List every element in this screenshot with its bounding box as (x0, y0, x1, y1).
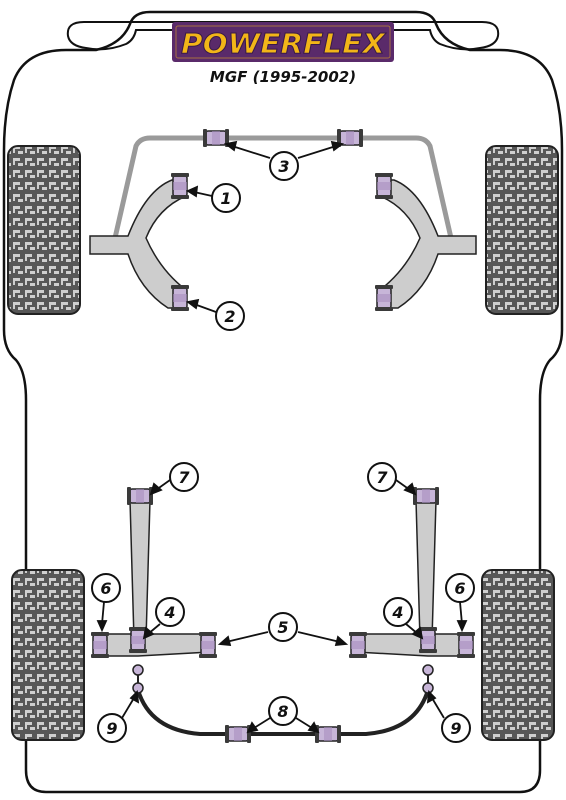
callout-1-label: 1 (220, 189, 231, 208)
bush-6-left (90, 631, 110, 659)
callout-5: 5 (268, 612, 298, 642)
rear-tie-bar-left (129, 499, 151, 641)
callout-4-right-label: 4 (391, 603, 403, 622)
callout-6-right: 6 (445, 573, 475, 603)
callout-7-right: 7 (367, 462, 397, 492)
callout-3-label: 3 (278, 157, 289, 176)
callout-4-left-label: 4 (163, 603, 175, 622)
callout-6-left-label: 6 (100, 579, 111, 598)
bush-1-right (374, 172, 394, 200)
bush-1-left (170, 172, 190, 200)
callout-6-right-label: 6 (454, 579, 465, 598)
front-wishbone-left (89, 179, 187, 309)
callout-1: 1 (211, 183, 241, 213)
car-body-outline (2, 10, 564, 794)
bush-6-right (456, 631, 476, 659)
tyre-rear-right (481, 569, 555, 741)
bush-8-right (314, 724, 342, 744)
rear-lower-arm-left (99, 633, 211, 657)
tyre-rear-left (11, 569, 85, 741)
bush-7-right (412, 486, 440, 506)
callout-7-left-label: 7 (178, 468, 190, 487)
rear-tie-bar-right (415, 499, 437, 641)
callout-9-right: 9 (441, 713, 471, 743)
bush-7-left (126, 486, 154, 506)
front-anti-roll-bar (112, 135, 454, 239)
bush-2-right (374, 284, 394, 312)
rear-drop-link-right (422, 664, 434, 694)
leader-lines (96, 140, 468, 734)
bush-8-left (224, 724, 252, 744)
callout-9-left: 9 (97, 713, 127, 743)
bonnet-outline (66, 21, 500, 51)
callout-9-right-label: 9 (450, 719, 461, 738)
bush-5-right (348, 631, 368, 659)
rear-drop-link-left (132, 664, 144, 694)
callout-2-label: 2 (224, 307, 235, 326)
bush-4-right (418, 626, 438, 654)
bush-2-left (170, 284, 190, 312)
tyre-front-right (485, 145, 559, 315)
front-wishbone-right (379, 179, 477, 309)
callout-8: 8 (268, 696, 298, 726)
callout-7-right-label: 7 (376, 468, 388, 487)
model-subtitle: MGF (1995-2002) (210, 68, 356, 86)
tyre-front-left (7, 145, 81, 315)
callout-6-left: 6 (91, 573, 121, 603)
callout-8-label: 8 (277, 702, 288, 721)
callout-7-left: 7 (169, 462, 199, 492)
callout-9-left-label: 9 (106, 719, 117, 738)
bush-5-left (198, 631, 218, 659)
bush-4-left (128, 626, 148, 654)
callout-3: 3 (269, 151, 299, 181)
callout-4-right: 4 (383, 597, 413, 627)
rear-anti-roll-bar (136, 689, 430, 736)
brand-name: POWERFLEX (181, 27, 386, 60)
callout-4-left: 4 (155, 597, 185, 627)
callout-5-label: 5 (277, 618, 288, 637)
callout-2: 2 (215, 301, 245, 331)
rear-lower-arm-right (355, 633, 467, 657)
powerflex-logo: POWERFLEX (172, 22, 394, 62)
